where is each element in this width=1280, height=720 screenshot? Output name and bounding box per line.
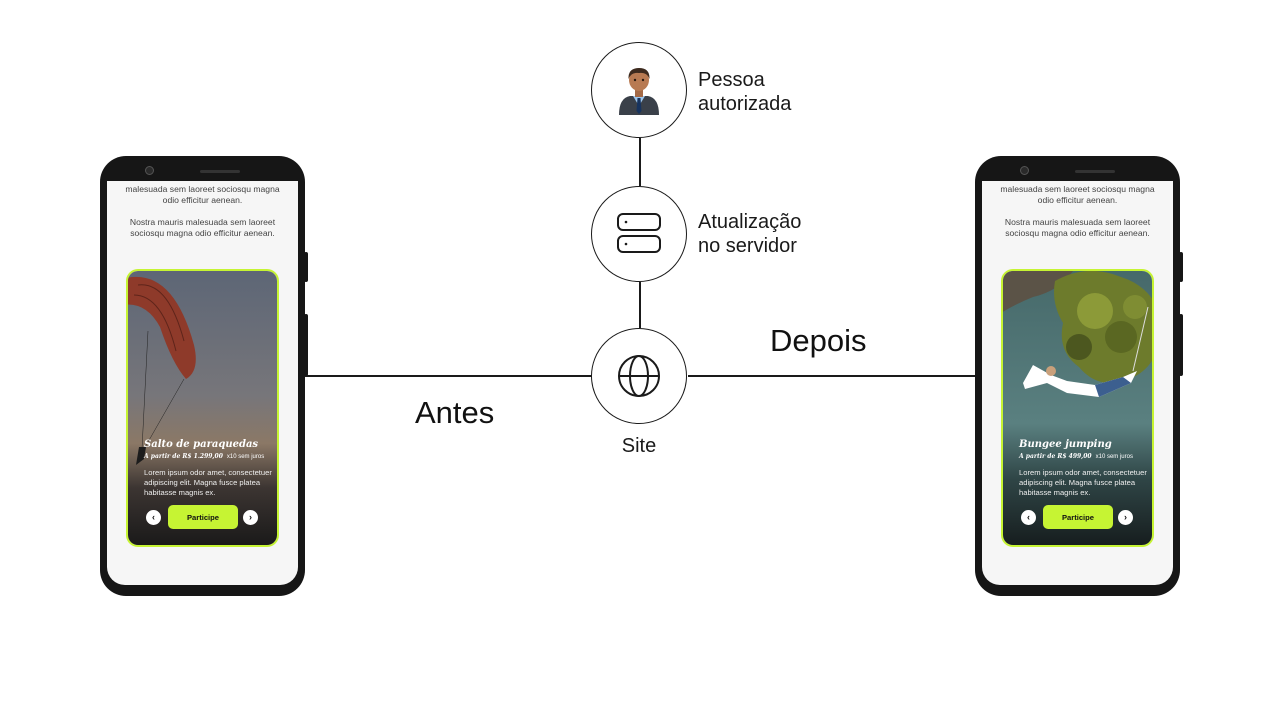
- phone-side-button: [1179, 314, 1183, 376]
- site-node: [591, 328, 687, 424]
- person-icon: [619, 68, 659, 115]
- intro-text: malesuada sem laoreet sociosqu magna odi…: [1000, 184, 1155, 205]
- phone-before: malesuada sem laoreet sociosqu magna odi…: [100, 156, 308, 596]
- person-node: [591, 42, 687, 138]
- site-label: Site: [621, 435, 657, 457]
- bungee-photo: [1003, 271, 1152, 545]
- chevron-left-icon[interactable]: ‹: [146, 510, 161, 525]
- chevron-left-icon[interactable]: ‹: [1021, 510, 1036, 525]
- intro-text-2: Nostra mauris malesuada sem laoreet soci…: [1004, 217, 1151, 238]
- phone-screen: malesuada sem laoreet sociosqu magna odi…: [982, 181, 1173, 585]
- phone-side-button: [304, 314, 308, 376]
- intro-text-2: Nostra mauris malesuada sem laoreet soci…: [129, 217, 276, 238]
- before-label: Antes: [415, 395, 495, 430]
- phone-screen: malesuada sem laoreet sociosqu magna odi…: [107, 181, 298, 585]
- connector-site-after: [688, 375, 976, 377]
- phone-side-button: [1179, 252, 1183, 282]
- camera-icon: [1020, 166, 1029, 175]
- camera-icon: [145, 166, 154, 175]
- card-description: Lorem ipsum odor amet, consectetuer adip…: [1019, 468, 1147, 497]
- speaker: [1075, 170, 1115, 173]
- server-icon: [617, 213, 661, 253]
- phone-side-button: [304, 252, 308, 282]
- connector-before-site: [305, 375, 592, 377]
- connector-server-site: [639, 282, 641, 328]
- card-description: Lorem ipsum odor amet, consectetuer adip…: [144, 468, 272, 497]
- server-node: [591, 186, 687, 282]
- intro-text: malesuada sem laoreet sociosqu magna odi…: [125, 184, 280, 205]
- after-label: Depois: [770, 323, 867, 358]
- connector-person-server: [639, 138, 641, 186]
- person-label: Pessoa autorizada: [698, 69, 792, 115]
- chevron-right-icon[interactable]: ›: [243, 510, 258, 525]
- card-title: Salto de paraquedas: [144, 439, 259, 450]
- activity-card[interactable]: Salto de paraquedas A partir de R$ 1.299…: [126, 269, 279, 547]
- paragliding-photo: [128, 271, 277, 545]
- participate-button[interactable]: Participe: [1043, 505, 1113, 529]
- participate-button[interactable]: Participe: [168, 505, 238, 529]
- globe-icon: [618, 355, 660, 397]
- speaker: [200, 170, 240, 173]
- server-label: Atualização no servidor: [698, 211, 802, 257]
- card-title: Bungee jumping: [1019, 439, 1112, 450]
- phone-after: malesuada sem laoreet sociosqu magna odi…: [975, 156, 1183, 596]
- chevron-right-icon[interactable]: ›: [1118, 510, 1133, 525]
